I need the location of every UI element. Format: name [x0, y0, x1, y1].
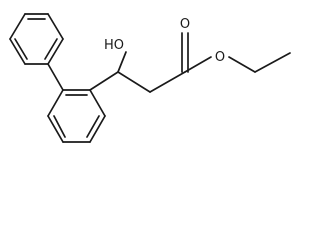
bond [89, 115, 106, 143]
bond-ester-o-to-ch2 [228, 56, 256, 73]
top-phenyl-ring [9, 13, 64, 65]
bond [47, 13, 64, 40]
bond [47, 38, 64, 65]
hydroxyl-label: HO [104, 38, 124, 53]
bond-carbinol-to-oh [117, 51, 127, 73]
bond-carbonyl-to-ester-o [184, 56, 212, 73]
double-bond-inner [86, 115, 100, 138]
bond-ch2-to-ch3 [254, 52, 291, 73]
bond [47, 89, 64, 117]
bond-ch2-to-carbonyl [149, 71, 186, 93]
bond [9, 13, 26, 40]
ester-oxygen-label: O [215, 50, 225, 65]
bond [89, 89, 106, 117]
bottom-phenyl-ring [47, 89, 106, 143]
bond-carbinol-to-ch2 [117, 71, 151, 93]
biaryl-bond [47, 63, 64, 91]
chemical-structure: HO O O [9, 13, 291, 143]
bond-ring-to-carbinol [89, 71, 119, 91]
bond [47, 115, 64, 143]
bond [9, 38, 26, 65]
double-bond-inner [44, 38, 58, 60]
double-bond-inner [14, 38, 28, 60]
carbonyl-oxygen-label: O [180, 17, 190, 32]
side-chain [89, 32, 291, 93]
double-bond-inner [53, 115, 66, 138]
